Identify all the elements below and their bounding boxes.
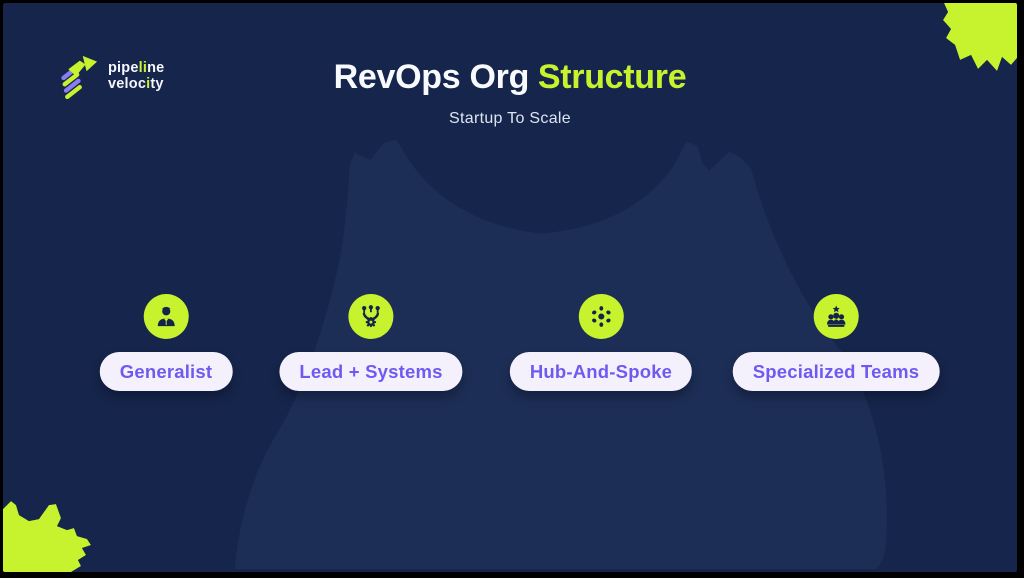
specialized-teams-label-pill: Specialized Teams xyxy=(732,352,940,391)
team-gear-icon xyxy=(362,305,380,328)
businessperson-icon xyxy=(157,306,175,327)
generalist-icon-circle xyxy=(143,294,189,339)
top-right-splat-shape xyxy=(943,3,1017,71)
page-subtitle: Startup To Scale xyxy=(449,110,571,127)
bottom-left-splat-shape xyxy=(3,501,91,572)
lead-systems-icon-circle xyxy=(348,294,394,339)
pipeline-velocity-logo: pipeline velocity xyxy=(53,53,164,99)
title-accent: Structure xyxy=(537,58,687,96)
lead-systems-label-pill: Lead + Systems xyxy=(279,352,463,391)
hub-spoke-icon xyxy=(591,306,611,327)
pipeline-velocity-arrow-icon xyxy=(61,55,98,99)
logo-wordmark: pipeline velocity xyxy=(108,60,164,92)
logo-line-1: pipeline xyxy=(108,60,165,76)
org-structure-item-generalist: Generalist xyxy=(99,294,233,391)
team-star-icon xyxy=(826,305,846,327)
specialized-teams-icon-circle xyxy=(813,294,859,339)
logo-line-2: velocity xyxy=(108,76,164,92)
generalist-label-pill: Generalist xyxy=(99,352,233,391)
hub-and-spoke-label-pill: Hub-And-Spoke xyxy=(509,352,693,391)
org-structure-item-specialized-teams: Specialized Teams xyxy=(732,294,940,391)
org-structure-item-hub-and-spoke: Hub-And-Spoke xyxy=(509,294,693,391)
title-main: RevOps Org xyxy=(333,58,530,96)
hub-spoke-icon-circle xyxy=(578,294,624,339)
org-structure-item-lead-systems: Lead + Systems xyxy=(279,294,463,391)
